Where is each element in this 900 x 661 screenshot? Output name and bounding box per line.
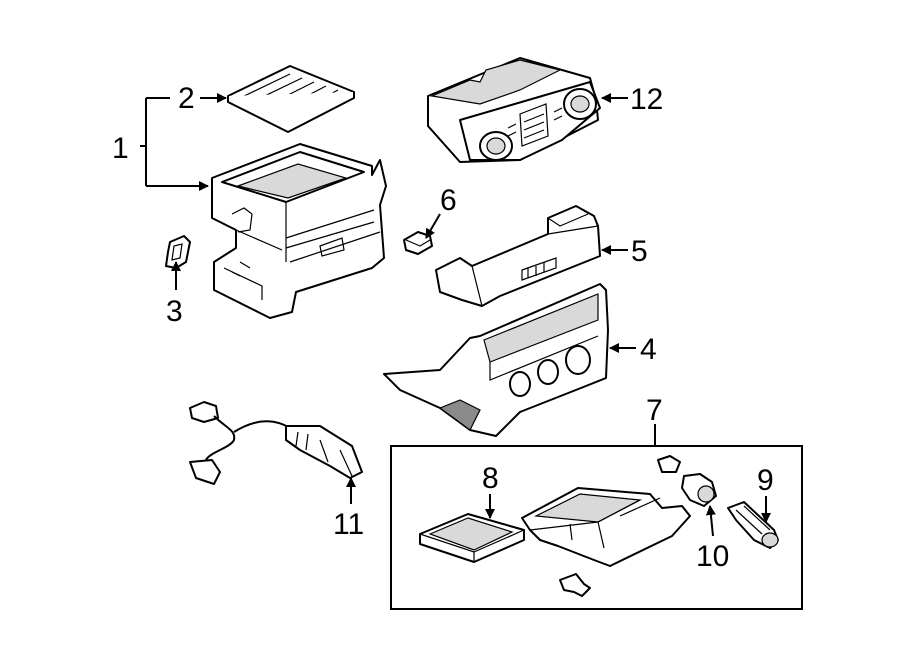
callout-10: 10 — [696, 540, 729, 573]
part-9-lighter — [727, 501, 779, 549]
part-10-socket — [657, 455, 717, 507]
part-11-wiring-harness — [189, 401, 363, 485]
leader-10 — [705, 505, 716, 537]
part-7-drawer — [521, 487, 691, 597]
part-1-console-bin — [211, 143, 387, 319]
callout-labels: 1 2 3 4 5 6 7 8 9 10 11 12 — [112, 82, 774, 573]
leader-6 — [425, 213, 441, 239]
callout-9: 9 — [757, 464, 774, 497]
callout-12: 12 — [630, 83, 663, 116]
callout-4: 4 — [640, 333, 657, 366]
part-7-group-box — [390, 445, 803, 610]
leader-1-bracket — [140, 98, 147, 186]
callout-1: 1 — [112, 132, 129, 165]
callout-11: 11 — [333, 508, 364, 541]
part-4-console-bezel — [383, 283, 609, 437]
callout-8: 8 — [482, 462, 499, 495]
part-3-clip — [165, 235, 191, 269]
leader-lines — [140, 93, 771, 537]
part-5-trim-bracket — [435, 205, 601, 307]
callout-7: 7 — [646, 394, 663, 427]
part-12-control-panel — [427, 57, 601, 163]
callout-5: 5 — [631, 235, 648, 268]
callout-3: 3 — [166, 295, 183, 328]
callout-2: 2 — [178, 82, 195, 115]
part-2-lid-pad — [227, 65, 355, 133]
part-6-cap — [403, 231, 433, 255]
callout-6: 6 — [440, 184, 457, 217]
part-8-tray — [419, 513, 525, 563]
